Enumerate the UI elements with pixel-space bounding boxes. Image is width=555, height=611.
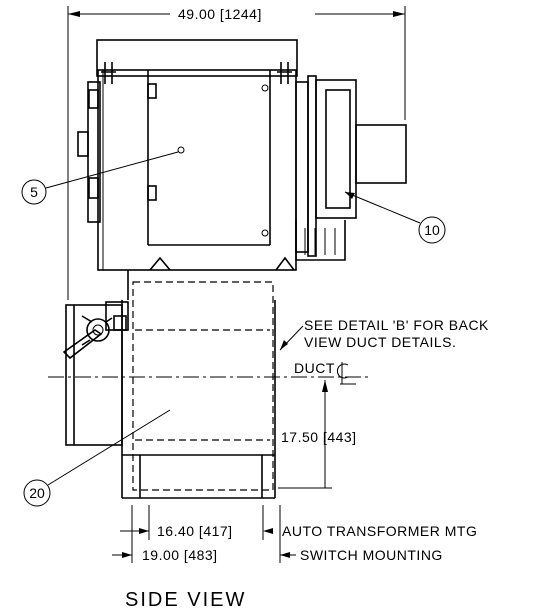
disconnect-switch <box>62 301 129 446</box>
svg-text:5: 5 <box>30 184 38 200</box>
detail-note-line2: VIEW DUCT DETAILS. <box>304 334 456 350</box>
motor-housing <box>77 62 297 271</box>
svg-text:10: 10 <box>424 222 440 238</box>
duct-offset-label: 17.50 [443] <box>281 429 357 445</box>
detail-note-line1: SEE DETAIL 'B' FOR BACK <box>304 317 489 333</box>
switch-mounting-label: SWITCH MOUNTING <box>300 547 443 563</box>
svg-text:20: 20 <box>29 485 45 501</box>
auto-transformer-label: AUTO TRANSFORMER MTG <box>282 523 477 539</box>
balloon-10: 10 <box>344 191 446 244</box>
duct-label: DUCT <box>294 360 335 376</box>
balloon-20: 20 <box>23 409 171 507</box>
top-lid <box>96 39 298 77</box>
overall-width-label: 49.00 [1244] <box>178 6 262 22</box>
lower-duct-box <box>121 270 276 499</box>
centerline-symbol <box>336 362 356 385</box>
auto-transformer-dim: 16.40 [417] <box>157 523 233 539</box>
view-title: SIDE VIEW <box>125 589 246 611</box>
blower-assembly <box>295 75 407 261</box>
overall-width-dimension: 49.00 [1244] <box>67 6 406 300</box>
balloon-5: 5 <box>21 151 179 205</box>
bottom-dimensions: 16.40 [417] 19.00 [483] AUTO TRANSFORMER… <box>112 505 477 563</box>
switch-mounting-dim: 19.00 [483] <box>142 547 218 563</box>
duct-offset-dimension: 17.50 [443] <box>278 380 357 489</box>
